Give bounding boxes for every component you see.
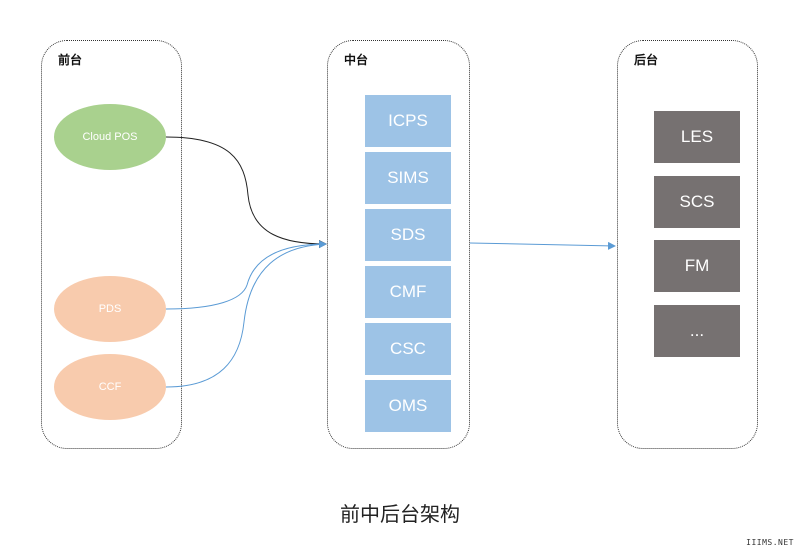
connector-cloud-pos-to-middle — [165, 136, 327, 248]
middle-box-csc: CSC — [365, 323, 451, 375]
middle-box-sims: SIMS — [365, 152, 451, 204]
middle-box-oms: OMS — [365, 380, 451, 432]
middle-box-cmf: CMF — [365, 266, 451, 318]
back-box-fm: FM — [654, 240, 740, 292]
back-box-les: LES — [654, 111, 740, 163]
node-pds: PDS — [54, 276, 166, 342]
back-panel: 后台 — [617, 40, 758, 449]
back-box-scs: SCS — [654, 176, 740, 228]
middle-panel-title: 中台 — [344, 53, 369, 67]
connector-ccf-to-middle — [165, 240, 327, 388]
connector-middle-to-back — [469, 241, 616, 250]
diagram-caption: 前中后台架构 — [340, 502, 460, 526]
watermark: IIIMS.NET — [746, 538, 794, 547]
node-ccf: CCF — [54, 354, 166, 420]
back-panel-title: 后台 — [634, 53, 659, 67]
middle-box-icps: ICPS — [365, 95, 451, 147]
node-cloud-pos: Cloud POS — [54, 104, 166, 170]
back-box-ellipsis: ... — [654, 305, 740, 357]
connector-pds-to-middle — [165, 243, 327, 310]
front-panel-title: 前台 — [58, 53, 83, 67]
middle-panel: 中台 — [327, 40, 470, 449]
middle-box-sds: SDS — [365, 209, 451, 261]
